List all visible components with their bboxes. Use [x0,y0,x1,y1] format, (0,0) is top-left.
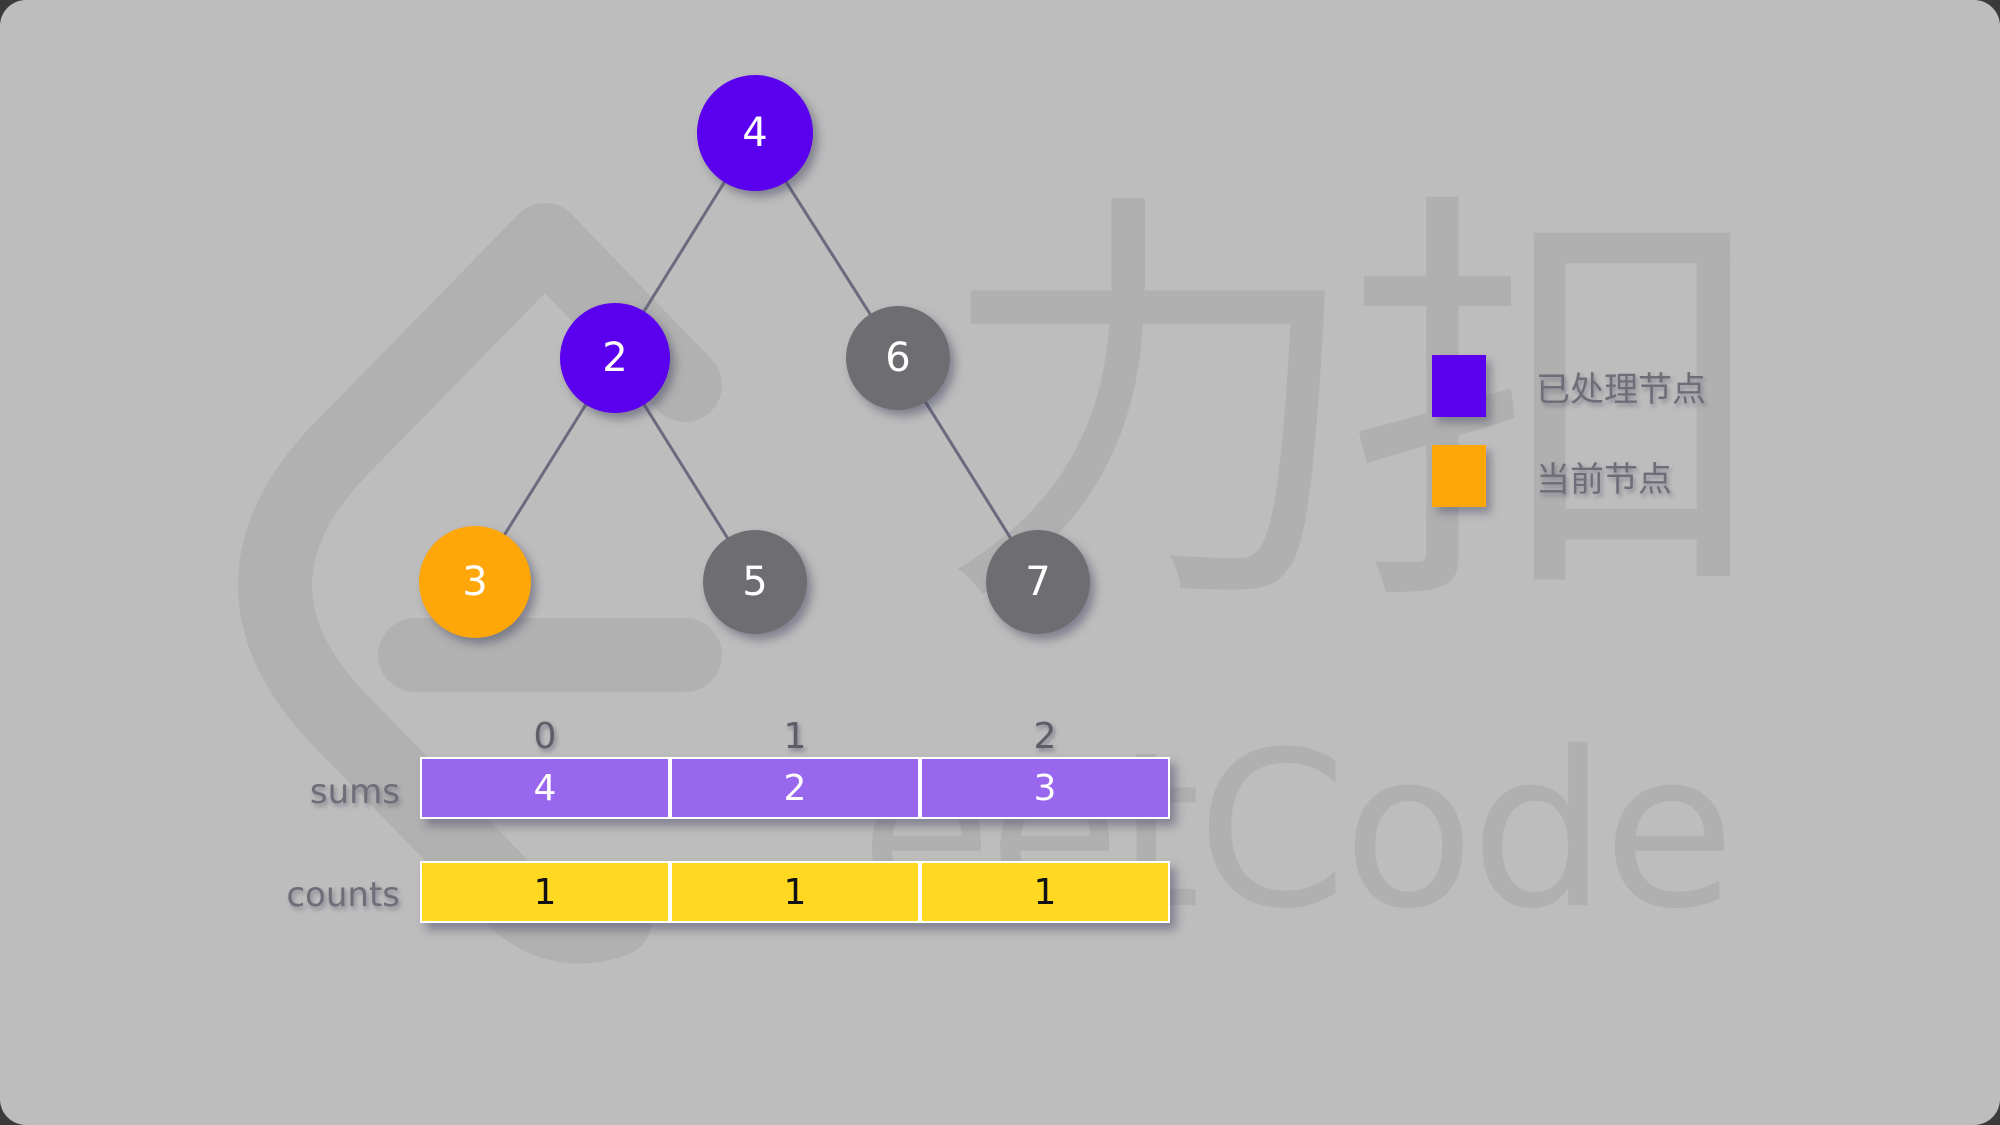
tree-node-4[interactable]: 4 [697,75,813,191]
tree-node-label: 3 [462,559,488,605]
legend-label: 已处理节点 [1536,369,1706,410]
tree-node-label: 2 [602,335,628,381]
tree-edge [640,178,728,316]
row-label-counts: counts [286,875,400,915]
tree-edge [922,397,1014,543]
index-header-0: 0 [533,716,557,757]
array-cell-sums[interactable]: 2 [670,757,920,819]
array-cell-sums[interactable]: 4 [420,757,670,819]
tree-edge [501,400,590,539]
array-cell-counts[interactable]: 1 [920,861,1170,923]
tree-edge [782,177,874,319]
tree-node-label: 5 [742,559,768,605]
legend-current-node: 当前节点 [1432,445,1706,507]
tree-node-6[interactable]: 6 [846,306,950,410]
index-header-2: 2 [1033,716,1057,757]
index-header-1: 1 [783,716,807,757]
tree-node-label: 7 [1025,559,1051,605]
legend-swatch-icon [1432,445,1486,507]
tree-node-7[interactable]: 7 [986,530,1090,634]
legend-processed-node: 已处理节点 [1432,355,1706,417]
tree-node-label: 6 [885,335,911,381]
row-label-sums: sums [309,772,400,812]
array-cell-counts[interactable]: 1 [420,861,670,923]
legend-swatch-icon [1432,355,1486,417]
array-cell-sums[interactable]: 3 [920,757,1170,819]
tree-node-3[interactable]: 3 [419,526,531,638]
tree-node-2[interactable]: 2 [560,303,670,413]
tree-node-label: 4 [742,110,768,156]
tree-node-5[interactable]: 5 [703,530,807,634]
legend: 已处理节点当前节点 [1432,355,1706,535]
legend-label: 当前节点 [1536,459,1672,500]
array-cell-counts[interactable]: 1 [670,861,920,923]
tree-edge [640,400,731,543]
